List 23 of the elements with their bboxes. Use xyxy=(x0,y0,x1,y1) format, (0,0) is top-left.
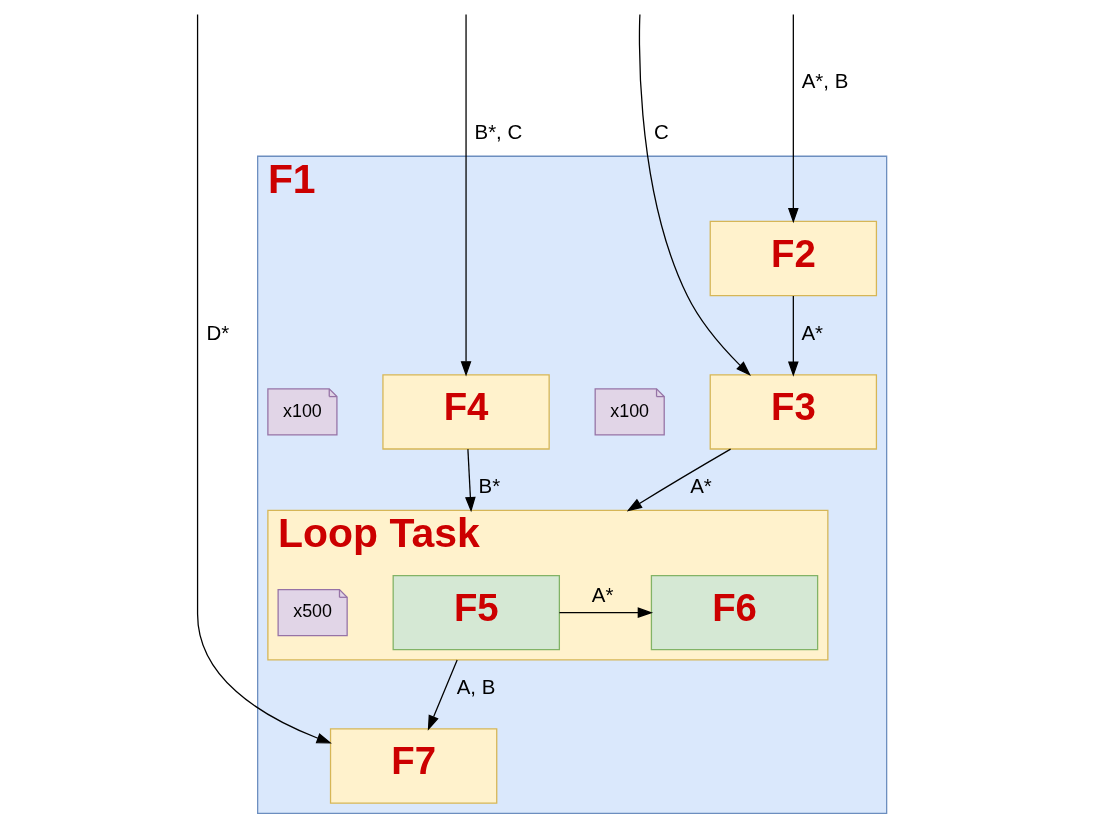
arrow xyxy=(427,659,458,731)
node-box: F4 xyxy=(382,374,550,450)
edge-label: C xyxy=(653,120,669,144)
edge-label: A* xyxy=(591,583,614,607)
edge-label: D* xyxy=(206,321,230,345)
node-box: F7 xyxy=(329,728,498,804)
edge-label: B*, C xyxy=(474,120,523,144)
arrow xyxy=(465,448,476,513)
edge-label: A* xyxy=(801,321,824,345)
arrow xyxy=(787,13,799,224)
node-box: F6 xyxy=(650,574,819,651)
edge-label: A*, B xyxy=(801,69,849,93)
node-box: F5 xyxy=(392,574,560,651)
edge-label: A* xyxy=(690,474,712,498)
node-box: F2 xyxy=(709,220,878,297)
arrow xyxy=(638,13,751,376)
arrow xyxy=(787,295,799,377)
edge-label: B* xyxy=(478,474,501,498)
arrow xyxy=(626,448,732,512)
arrow xyxy=(460,13,472,377)
node-box: F3 xyxy=(709,374,878,450)
arrow xyxy=(558,607,654,619)
edge-label: A, B xyxy=(456,675,496,699)
